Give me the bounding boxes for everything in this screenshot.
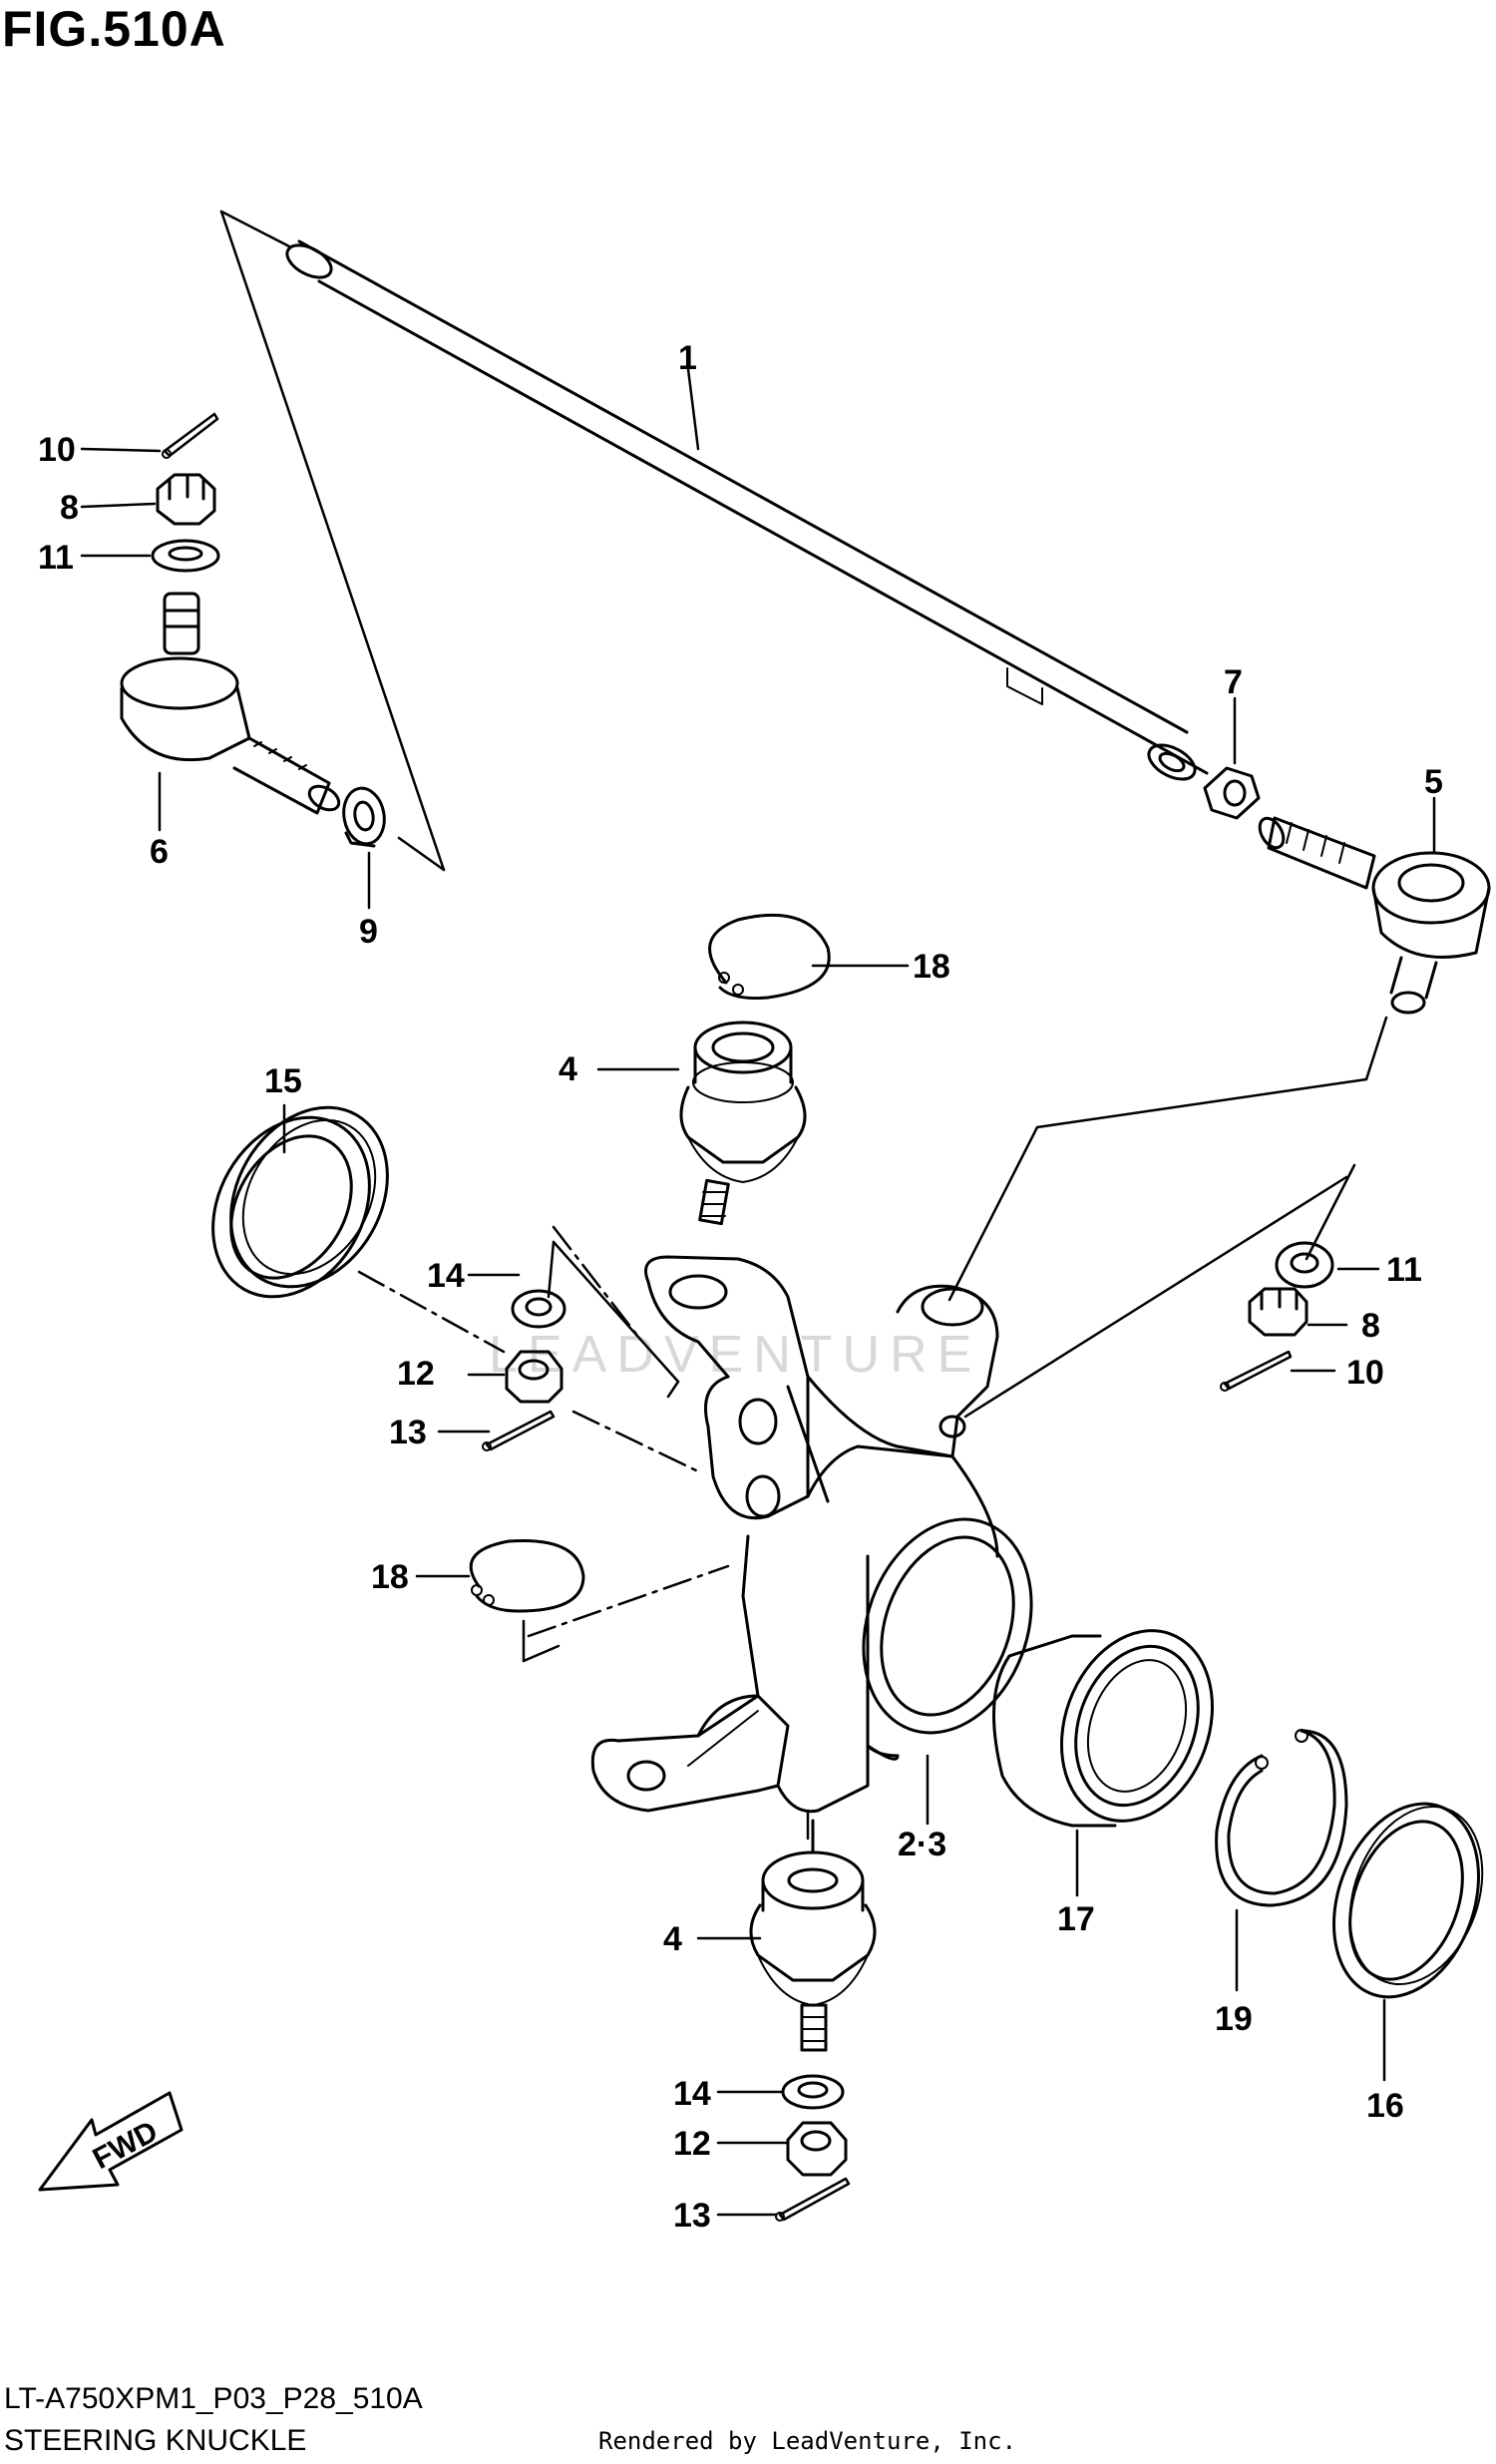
part-label: 18 — [913, 948, 950, 986]
cotter-pin-part-13-bottom — [775, 2177, 851, 2222]
watermark: LEADVENTURE — [489, 1326, 981, 1384]
part-label: 17 — [1057, 1900, 1095, 1938]
tie-rod-end-part-6 — [120, 592, 341, 815]
part-label: 11 — [38, 539, 74, 577]
part-label: 11 — [1386, 1251, 1422, 1289]
washer-part-14-top — [511, 1289, 566, 1329]
circlip-part-19 — [1215, 1729, 1348, 1907]
cotter-pin-part-13-top — [482, 1410, 556, 1451]
bracket-lines-knuckle — [522, 1240, 680, 1663]
figure-title: FIG.510A — [2, 1, 226, 57]
part-label: 4 — [559, 1050, 577, 1088]
part-label: 2·3 — [898, 1826, 946, 1863]
part-label: 6 — [150, 833, 169, 871]
cotter-pin-part-10-left — [162, 412, 219, 459]
part-label: 18 — [371, 1558, 409, 1596]
leader-lines — [80, 367, 1436, 2217]
part-label: 5 — [1424, 763, 1443, 801]
part-label: 8 — [60, 489, 79, 527]
fwd-arrow-icon: FWD — [38, 2091, 184, 2192]
oil-seal-part-16 — [1332, 1802, 1484, 1999]
part-label: 14 — [673, 2075, 711, 2113]
part-label: 13 — [389, 1414, 427, 1451]
washer-part-11-left — [151, 539, 220, 573]
part-label: 7 — [1224, 663, 1243, 701]
part-label: 14 — [427, 1257, 465, 1295]
part-label: 15 — [264, 1062, 302, 1100]
model-code: LT-A750XPM1_P03_P28_510A — [4, 2382, 423, 2415]
nut-part-12-bottom — [786, 2121, 848, 2177]
part-label: 1 — [678, 339, 697, 377]
wheel-bearing-part-17 — [991, 1629, 1215, 1828]
render-credit: Rendered by LeadVenture, Inc. — [598, 2427, 1017, 2455]
part-label: 10 — [1346, 1354, 1384, 1392]
part-label: 12 — [673, 2125, 711, 2163]
part-label: 19 — [1215, 2000, 1253, 2038]
ball-joint-part-4-bottom — [749, 1819, 877, 2052]
nut-part-12-top — [505, 1350, 563, 1404]
washer-part-14-bottom — [781, 2074, 845, 2110]
spacer-part-9 — [342, 786, 386, 848]
castle-nut-part-8-left — [156, 473, 216, 526]
bracket-lines-left — [219, 209, 446, 872]
washer-part-11-right — [1275, 1241, 1334, 1289]
tie-rod-part-1 — [285, 239, 1209, 781]
nut-part-7 — [1203, 766, 1261, 820]
ball-joint-part-4-top — [679, 1021, 807, 1226]
assembly-lines — [357, 1225, 810, 1843]
part-label: 12 — [397, 1355, 435, 1393]
circlip-part-18-top — [708, 913, 831, 1000]
bracket-lines-right — [947, 1016, 1388, 1419]
cotter-pin-part-10-right — [1220, 1350, 1293, 1392]
part-label: 10 — [38, 431, 76, 469]
part-label: 13 — [673, 2197, 711, 2235]
steering-knuckle-part-2-3 — [590, 1255, 1033, 1814]
tie-rod-end-part-5 — [1258, 816, 1491, 1015]
section-title: STEERING KNUCKLE — [4, 2424, 307, 2457]
part-label: 4 — [663, 1920, 682, 1958]
circlip-part-18-bottom — [469, 1538, 585, 1613]
part-label: 16 — [1366, 2087, 1404, 2125]
part-label: 8 — [1361, 1307, 1380, 1345]
castle-nut-part-8-right — [1248, 1287, 1309, 1337]
oil-seal-part-15 — [211, 1105, 389, 1299]
part-number-labels: 1 10 8 11 6 9 7 5 18 4 15 14 12 13 11 8 … — [38, 339, 1443, 2235]
part-label: 9 — [359, 913, 378, 951]
